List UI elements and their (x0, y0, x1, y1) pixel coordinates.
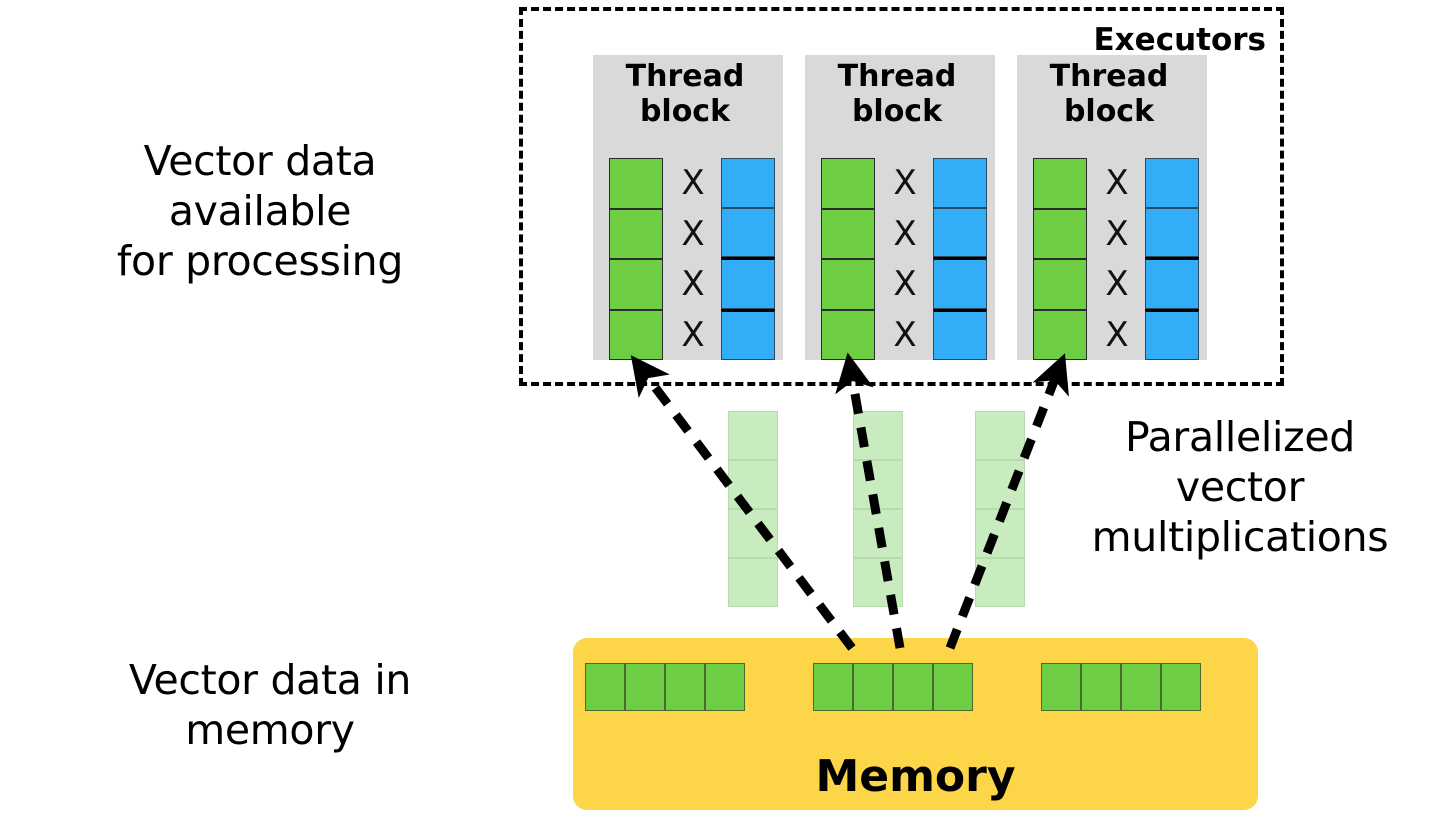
vector-cell (1145, 257, 1199, 309)
thread-block-1-operand-b (933, 158, 987, 360)
staging-cell (975, 509, 1025, 558)
thread-block-panel-2: Thread block X X X X (1017, 55, 1207, 360)
memory-cell (585, 663, 625, 711)
thread-block-panel-0: Thread block X X X X (593, 55, 783, 360)
memory-cell (893, 663, 933, 711)
staging-cell (975, 411, 1025, 460)
multiply-icon: X (893, 213, 917, 254)
staging-cell (728, 558, 778, 607)
multiply-icon: X (893, 314, 917, 355)
memory-cell (1121, 663, 1161, 711)
staging-cell (853, 460, 903, 509)
memory-label: Memory (815, 751, 1016, 802)
multiply-icon: X (681, 163, 705, 204)
staging-cell (975, 460, 1025, 509)
memory-cell (705, 663, 745, 711)
vector-cell (933, 257, 987, 309)
thread-block-title-1: Thread block (837, 59, 957, 130)
memory-vector-group-2 (1041, 663, 1201, 711)
vector-cell (609, 208, 663, 259)
multiply-icon: X (893, 163, 917, 204)
staging-column-2 (975, 411, 1025, 607)
thread-block-0-operand-a (609, 158, 663, 360)
thread-block-2-operand-a (1033, 158, 1087, 360)
caption-vector-data-in-memory: Vector data in memory (128, 656, 412, 755)
memory-cell (665, 663, 705, 711)
thread-block-0-operators: X X X X (671, 158, 715, 360)
staging-cell (728, 460, 778, 509)
caption-vector-data-available: Vector data available for processing (116, 137, 404, 286)
thread-block-0-operand-b (721, 158, 775, 360)
staging-cell (975, 558, 1025, 607)
vector-cell (721, 308, 775, 360)
vector-cell (933, 158, 987, 208)
memory-cell (1041, 663, 1081, 711)
memory-cell (1081, 663, 1121, 711)
thread-block-panel-1: Thread block X X X X (805, 55, 995, 360)
staging-cell (728, 509, 778, 558)
memory-cell (1161, 663, 1201, 711)
memory-cell (933, 663, 973, 711)
multiply-icon: X (1105, 163, 1129, 204)
staging-cell (853, 411, 903, 460)
memory-vector-group-0 (585, 663, 745, 711)
thread-block-title-2: Thread block (1049, 59, 1169, 130)
thread-block-1-operators: X X X X (883, 158, 927, 360)
memory-vector-group-1 (813, 663, 973, 711)
memory-cell (813, 663, 853, 711)
vector-cell (1033, 208, 1087, 259)
vector-cell (609, 259, 663, 310)
vector-cell (821, 259, 875, 310)
vector-cell (721, 207, 775, 257)
multiply-icon: X (893, 264, 917, 305)
vector-cell (721, 158, 775, 208)
vector-cell (721, 257, 775, 309)
vector-cell (1033, 259, 1087, 310)
caption-parallelized-vector-multiplications: Parallelized vector multiplications (1091, 413, 1389, 562)
multiply-icon: X (681, 213, 705, 254)
vector-cell (1145, 158, 1199, 208)
multiply-icon: X (1105, 264, 1129, 305)
vector-cell (821, 309, 875, 360)
vector-cell (1033, 309, 1087, 360)
vector-cell (933, 207, 987, 257)
thread-block-1-operand-a (821, 158, 875, 360)
memory-cell (625, 663, 665, 711)
multiply-icon: X (681, 314, 705, 355)
thread-block-2-operators: X X X X (1095, 158, 1139, 360)
staging-column-0 (728, 411, 778, 607)
staging-cell (853, 509, 903, 558)
vector-cell (1145, 207, 1199, 257)
vector-cell (1033, 158, 1087, 209)
memory-cell (853, 663, 893, 711)
executors-label: Executors (1093, 22, 1267, 58)
vector-cell (609, 158, 663, 209)
staging-column-1 (853, 411, 903, 607)
thread-block-title-0: Thread block (625, 59, 745, 130)
multiply-icon: X (1105, 314, 1129, 355)
staging-cell (853, 558, 903, 607)
vector-cell (933, 308, 987, 360)
multiply-icon: X (1105, 213, 1129, 254)
thread-block-2-operand-b (1145, 158, 1199, 360)
staging-cell (728, 411, 778, 460)
vector-cell (821, 158, 875, 209)
multiply-icon: X (681, 264, 705, 305)
vector-cell (821, 208, 875, 259)
vector-cell (1145, 308, 1199, 360)
vector-cell (609, 309, 663, 360)
memory-block: Memory (573, 638, 1258, 810)
